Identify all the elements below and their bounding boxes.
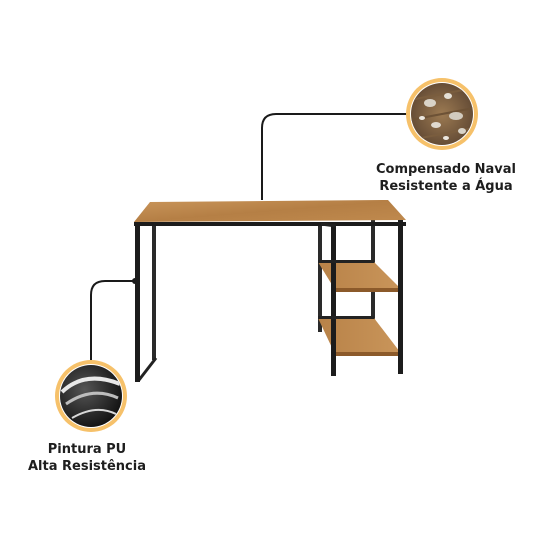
feature-caption-line: Resistente a Água	[379, 179, 513, 194]
desk-top	[134, 200, 406, 222]
desk-front-leg-left	[135, 224, 140, 382]
feature-caption-line: Alta Resistência	[27, 459, 146, 474]
glossy-black-paint-icon	[55, 360, 127, 432]
feature-caption-plywood: Compensado Naval Resistente a Água	[356, 161, 533, 195]
feature-caption-paint: Pintura PU Alta Resistência	[15, 441, 159, 475]
feature-caption-line: Pintura PU	[47, 442, 127, 457]
desk	[134, 200, 406, 382]
callout-line-top	[261, 113, 408, 200]
feature-caption-line: Compensado Naval	[375, 162, 517, 177]
desk-front-leg-right	[398, 220, 403, 374]
desk-front-leg-mid	[331, 224, 336, 376]
water-drops-on-wood-icon	[406, 78, 478, 150]
callout-line-bottom	[90, 280, 135, 362]
desk-back-leg-left	[152, 224, 156, 360]
desk-shelf-middle	[318, 262, 400, 288]
desk-back-leg-right	[318, 222, 322, 332]
desk-shelf-lower	[318, 318, 400, 352]
